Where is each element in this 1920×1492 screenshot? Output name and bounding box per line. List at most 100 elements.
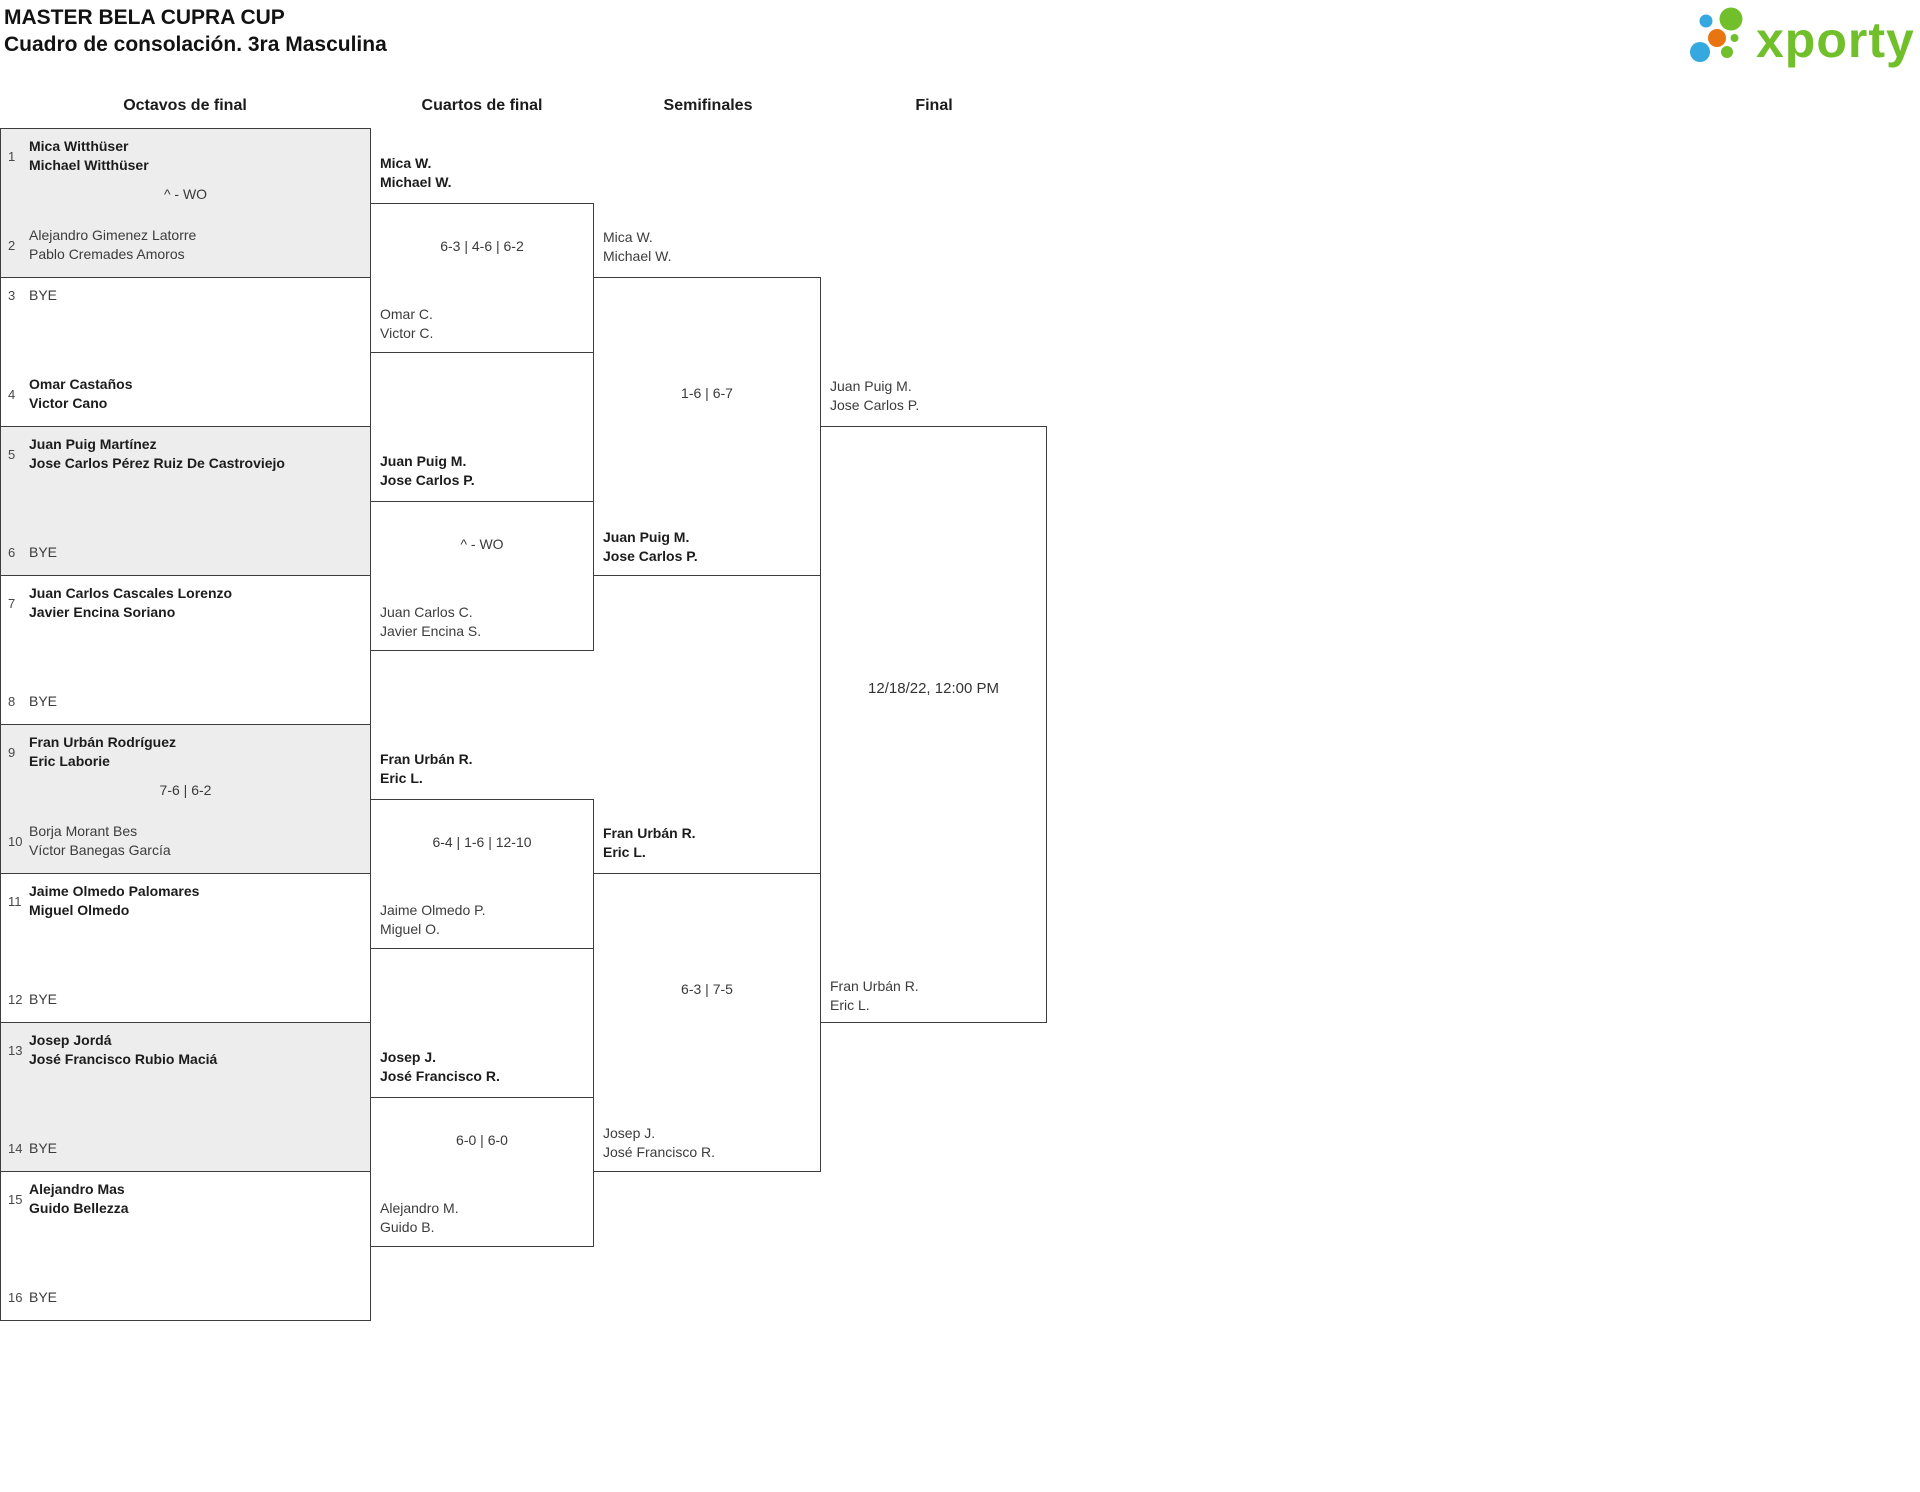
- team-name: BYE: [29, 991, 58, 1007]
- advancing-team-label: Omar C. Victor C.: [380, 305, 433, 343]
- semifinal-match-2[interactable]: Fran Urbán R. Eric L. 6-3 | 7-5 Josep J.…: [593, 825, 821, 1172]
- octavos-match-7[interactable]: 13 Josep Jordá José Francisco Rubio Maci…: [0, 1022, 371, 1172]
- team-name: Eric L.: [830, 997, 870, 1013]
- round-header-octavos: Octavos de final: [123, 97, 247, 114]
- seed-number: 5: [8, 446, 16, 462]
- team-name: Jose Carlos P.: [830, 397, 920, 413]
- cuartos-match-2[interactable]: Juan Puig M. Jose Carlos P. ^ - WO Juan …: [370, 453, 594, 651]
- team-name: Fran Urbán R.: [380, 751, 473, 767]
- team-name: Josep J.: [380, 1049, 437, 1065]
- octavos-match-3[interactable]: 5 Juan Puig Martínez Jose Carlos Pérez R…: [0, 426, 371, 576]
- team-name: Juan Puig M.: [380, 453, 467, 469]
- cuartos-match-4[interactable]: Josep J. José Francisco R. 6-0 | 6-0 Ale…: [370, 1049, 594, 1247]
- advancing-team-label: Fran Urbán R. Eric L.: [830, 977, 919, 1015]
- team-name: BYE: [29, 693, 58, 709]
- seed-number: 1: [8, 148, 16, 164]
- logo-dot-green-tiny: [1730, 34, 1739, 42]
- team-name: Alejandro Mas: [29, 1181, 125, 1197]
- team-name: Michael W.: [603, 248, 672, 264]
- team-name: Eric L.: [603, 844, 646, 860]
- seed-number: 6: [8, 545, 16, 560]
- team-name: Javier Encina Soriano: [29, 604, 176, 620]
- seed-number: 2: [8, 237, 16, 253]
- final-match[interactable]: Juan Puig M. Jose Carlos P. 12/18/22, 12…: [820, 378, 1047, 1023]
- team-name: José Francisco R.: [380, 1068, 500, 1084]
- seed-number: 14: [8, 1141, 23, 1156]
- bracket-slot: 2 Alejandro Gimenez Latorre Pablo Cremad…: [1, 226, 364, 264]
- team-name: Miguel O.: [380, 921, 440, 937]
- seed-number: 7: [8, 595, 16, 611]
- match-score: 1-6 | 6-7: [681, 385, 733, 401]
- team-name: Victor C.: [380, 325, 434, 341]
- team-name: BYE: [29, 287, 58, 303]
- bracket-slot: 5 Juan Puig Martínez Jose Carlos Pérez R…: [1, 435, 364, 473]
- team-name: Mica W.: [380, 155, 432, 171]
- logo-dot-green-small: [1721, 46, 1733, 58]
- octavos-match-5[interactable]: 9 Fran Urbán Rodríguez Eric Laborie 7-6 …: [0, 724, 371, 874]
- advancing-team-label: Josep J. José Francisco R.: [380, 1048, 500, 1086]
- team-name: José Francisco R.: [603, 1144, 716, 1160]
- seed-number: 8: [8, 694, 16, 709]
- team-name: Eric Laborie: [29, 753, 110, 769]
- advancing-team-label: Juan Puig M. Jose Carlos P.: [603, 528, 698, 566]
- round-header-cuartos: Cuartos de final: [421, 97, 543, 114]
- seed-number: 11: [8, 893, 22, 909]
- semifinal-match-1[interactable]: Mica W. Michael W. 1-6 | 6-7 Juan Puig M…: [593, 229, 821, 576]
- bracket-slot: 3 BYE: [1, 286, 364, 305]
- seed-number: 15: [8, 1191, 23, 1207]
- team-name: Mica Witthüser: [29, 138, 129, 154]
- advancing-team-label: Juan Carlos C. Javier Encina S.: [380, 603, 481, 641]
- team-name: Jaime Olmedo P.: [380, 902, 486, 918]
- advancing-team-label: Mica W. Michael W.: [380, 154, 452, 192]
- seed-number: 16: [8, 1290, 23, 1305]
- bracket-slot: 9 Fran Urbán Rodríguez Eric Laborie: [1, 733, 364, 771]
- team-name: BYE: [29, 1140, 58, 1156]
- advancing-team-label: Juan Puig M. Jose Carlos P.: [830, 377, 919, 415]
- octavos-match-2[interactable]: 3 BYE 4 Omar Castaños Victor Cano: [0, 277, 371, 427]
- cuartos-match-1[interactable]: Mica W. Michael W. 6-3 | 4-6 | 6-2 Omar …: [370, 155, 594, 353]
- bracket-slot: 7 Juan Carlos Cascales Lorenzo Javier En…: [1, 584, 364, 622]
- round-header-final: Final: [915, 97, 953, 114]
- cuartos-match-3[interactable]: Fran Urbán R. Eric L. 6-4 | 1-6 | 12-10 …: [370, 751, 594, 949]
- seed-number: 4: [8, 386, 16, 402]
- team-name: Jose Carlos Pérez Ruiz De Castroviejo: [29, 455, 285, 471]
- seed-number: 10: [8, 833, 23, 849]
- advancing-team-label: Mica W. Michael W.: [603, 228, 671, 266]
- team-name: Michael Witthüser: [29, 157, 149, 173]
- team-name: Alejandro Gimenez Latorre: [29, 227, 197, 243]
- team-name: Victor Cano: [29, 395, 108, 411]
- team-name: Guido B.: [380, 1219, 435, 1235]
- advancing-team-label: Jaime Olmedo P. Miguel O.: [380, 901, 486, 939]
- team-name: Fran Urbán Rodríguez: [29, 734, 177, 750]
- team-name: Guido Bellezza: [29, 1200, 129, 1216]
- team-name: Jose Carlos P.: [603, 548, 698, 564]
- xporty-logo[interactable]: xporty: [1686, 0, 1920, 78]
- match-score: 6-0 | 6-0: [456, 1132, 508, 1148]
- bracket-slot: 4 Omar Castaños Victor Cano: [1, 375, 364, 413]
- octavos-match-4[interactable]: 7 Juan Carlos Cascales Lorenzo Javier En…: [0, 575, 371, 725]
- team-name: Josep J.: [603, 1125, 656, 1141]
- page-subtitle: Cuadro de consolación. 3ra Masculina: [4, 33, 387, 56]
- team-name: Miguel Olmedo: [29, 902, 130, 918]
- team-name: Víctor Banegas García: [29, 842, 171, 858]
- logo-wordmark: xporty: [1756, 12, 1915, 68]
- bracket-slot: 16 BYE: [1, 1288, 364, 1307]
- octavos-match-8[interactable]: 15 Alejandro Mas Guido Bellezza 16 BYE: [0, 1171, 371, 1321]
- seed-number: 13: [8, 1042, 23, 1058]
- octavos-match-1[interactable]: 1 Mica Witthüser Michael Witthüser ^ - W…: [0, 128, 371, 278]
- bracket-slot: 15 Alejandro Mas Guido Bellezza: [1, 1180, 364, 1218]
- bracket-slot: 13 Josep Jordá José Francisco Rubio Maci…: [1, 1031, 364, 1069]
- team-name: Juan Carlos C.: [380, 604, 473, 620]
- bracket-slot: 10 Borja Morant Bes Víctor Banegas Garcí…: [1, 822, 364, 860]
- octavos-match-6[interactable]: 11 Jaime Olmedo Palomares Miguel Olmedo …: [0, 873, 371, 1023]
- logo-dot-green-big: [1719, 7, 1743, 31]
- match-score: 6-4 | 1-6 | 12-10: [432, 834, 532, 850]
- team-name: BYE: [29, 1289, 58, 1305]
- team-name: Omar C.: [380, 306, 433, 322]
- bracket-slot: 1 Mica Witthüser Michael Witthüser: [1, 137, 364, 175]
- match-score: ^ - WO: [163, 186, 208, 202]
- team-name: Fran Urbán R.: [603, 825, 696, 841]
- team-name: Josep Jordá: [29, 1032, 112, 1048]
- logo-dot-blue-small: [1699, 14, 1713, 28]
